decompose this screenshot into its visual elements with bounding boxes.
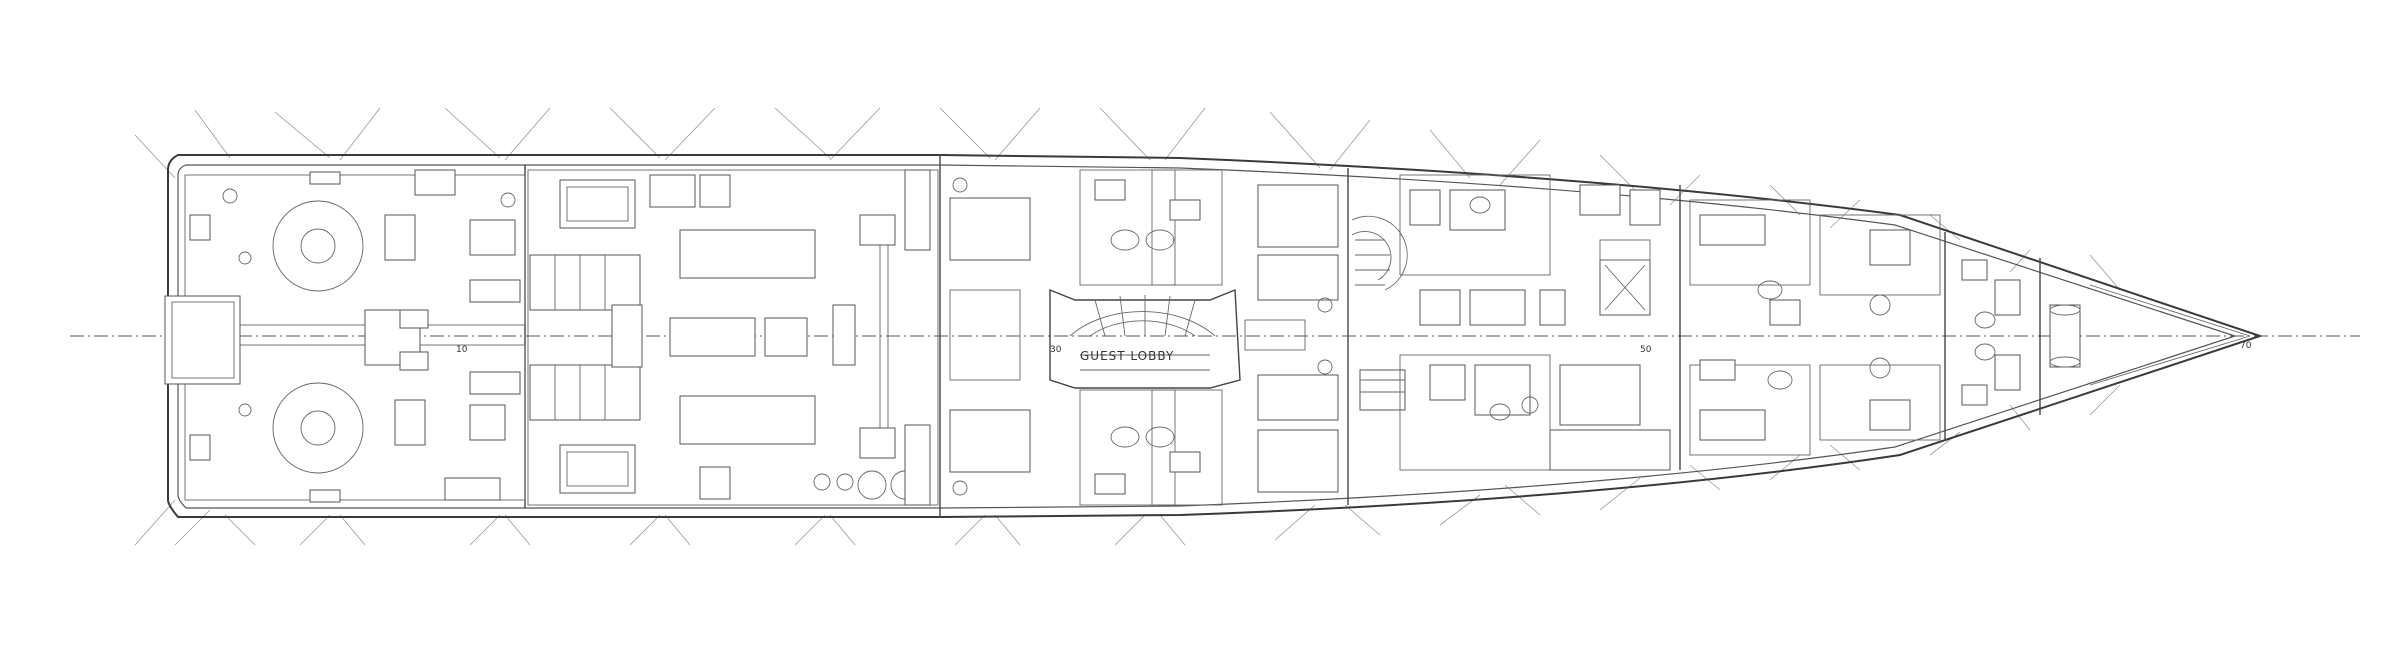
hull-outline <box>167 154 2264 518</box>
engine-room <box>527 169 939 506</box>
frame-leaders-bottom <box>134 384 2121 546</box>
frame-label-70: 70 <box>2240 341 2252 351</box>
forepeak <box>2049 284 2251 386</box>
frame-label-10: 10 <box>456 345 468 355</box>
guest-lobby: GUEST LOBBY <box>1049 288 1241 389</box>
frame-label-50: 50 <box>1640 345 1652 355</box>
guest-lobby-label: GUEST LOBBY <box>1080 349 1174 363</box>
guest-cabins <box>949 169 1339 506</box>
crew-quarters <box>1399 174 1671 471</box>
frame-label-30: 30 <box>1050 345 1062 355</box>
frame-leaders-top <box>134 107 2121 291</box>
crew-cabins-forward <box>1689 199 2021 456</box>
aft-engine-zone <box>164 169 526 503</box>
hull-inner-lining <box>177 164 2237 509</box>
crew-stairs <box>1351 215 1408 411</box>
